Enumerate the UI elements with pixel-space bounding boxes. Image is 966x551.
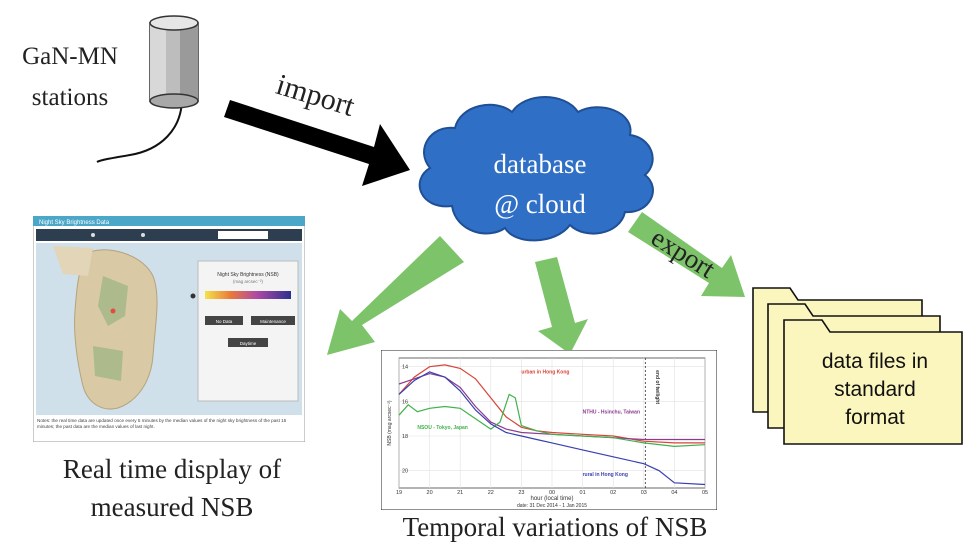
chart-xlabel: hour (local time)	[530, 496, 573, 502]
radio-real-time[interactable]	[91, 233, 95, 237]
no-data-label: No Data	[216, 319, 233, 324]
cloud-shape	[418, 96, 654, 242]
chart-x-tick-label: 20	[427, 490, 433, 496]
chart-x-tick-label: 19	[396, 490, 402, 496]
chart-x-tick-label: 05	[702, 490, 708, 496]
chart-series-group	[398, 364, 706, 486]
chart-x-tick-label: 03	[641, 490, 647, 496]
chart-x-tick-label: 23	[518, 490, 524, 496]
chart-series-line	[398, 393, 706, 448]
chart-xsub: date: 31 Dec 2014 - 1 Jan 2015	[517, 503, 587, 509]
daytime-label: Daytime	[240, 341, 257, 346]
no-data-button[interactable]	[205, 316, 243, 325]
map-terrain-south	[93, 346, 123, 381]
chart-y-tick-label: 14	[402, 365, 408, 371]
chart-y-tick-label: 20	[402, 469, 408, 475]
chart-y-tick-label: 18	[402, 434, 408, 440]
cloud-text-line1: database	[493, 149, 587, 179]
nsb-color-scale	[205, 291, 291, 299]
temporal-caption: Temporal variations of NSB	[402, 512, 708, 542]
temporal-chart: 19 20 21 22 23 00 01 02 03 04 05 14 16 18 20 urban in …	[381, 350, 717, 510]
data-files-icon	[752, 287, 963, 445]
map-header-bar	[33, 216, 305, 226]
files-text: data files in standard format	[800, 348, 950, 432]
chart-x-tick-label: 21	[457, 490, 463, 496]
map-panel-title: Night Sky Brightness Data	[39, 220, 110, 226]
files-text-line3: format	[845, 406, 905, 429]
stations-label-line2: stations	[31, 84, 109, 111]
realtime-caption-line2: measured NSB	[90, 492, 254, 522]
chart-series-line	[398, 371, 706, 486]
location-select[interactable]	[218, 231, 268, 239]
chart-y-tick-label: 16	[402, 399, 408, 405]
cloud-text-line2: @ cloud	[494, 189, 586, 219]
chart-x-tick-label: 22	[488, 490, 494, 496]
cloud-text: database @ cloud	[455, 144, 625, 224]
maintenance-label: Maintenance	[260, 319, 286, 324]
chart-x-tick-label: 04	[671, 490, 677, 496]
map-landmass-north	[53, 246, 93, 276]
map-marker[interactable]	[190, 293, 196, 299]
chart-annotation: urban in Hong Kong	[521, 370, 569, 376]
map-terrain	[98, 276, 128, 326]
arrow-to-files	[628, 212, 745, 297]
arrow-to-chart	[535, 257, 588, 354]
station-sensor-icon	[96, 15, 199, 163]
maintenance-button[interactable]	[251, 316, 295, 325]
chart-grid	[398, 358, 706, 488]
legend-title: Night Sky Brightness (NSB)	[217, 272, 279, 278]
chart-x-tick-label: 02	[610, 490, 616, 496]
chart-ticks-group: 19 20 21 22 23 00 01 02 03 04 05 14 16 18 20	[396, 365, 708, 496]
radio-past-data[interactable]	[141, 233, 145, 237]
realtime-map-panel: Night Sky Brightness Data Night Sky Brig…	[33, 216, 305, 442]
stations-label: GaN-MN stations	[0, 36, 140, 118]
chart-annotation: end of twilight	[654, 370, 660, 404]
files-text-line2: standard	[834, 378, 916, 401]
legend-subtitle: (mag arcsec⁻²)	[233, 279, 264, 284]
map-marker[interactable]	[110, 308, 116, 314]
import-arrow	[224, 100, 410, 186]
daytime-button[interactable]	[228, 338, 268, 347]
chart-ylabel: NSB (mag arcsec⁻²)	[387, 400, 393, 445]
chart-x-tick-label: 01	[580, 490, 586, 496]
chart-annotation: NTHU - Hsinchu, Taiwan	[583, 409, 640, 415]
stations-label-line1: GaN-MN	[22, 43, 118, 70]
chart-annotation: NSOU - Tokyo, Japan	[417, 425, 467, 431]
files-text-line1: data files in	[821, 350, 929, 373]
realtime-caption: Real time display of measured NSB	[22, 450, 322, 526]
map-notes: Notes: the real time data are updated on…	[37, 418, 287, 429]
nsb-legend-box	[197, 260, 299, 402]
chart-x-tick-label: 00	[549, 490, 555, 496]
chart-series-line	[398, 372, 705, 441]
chart-annotation: rural in Hong Kong	[583, 472, 628, 478]
arrow-to-map	[327, 236, 464, 355]
realtime-caption-line1: Real time display of	[62, 454, 282, 484]
